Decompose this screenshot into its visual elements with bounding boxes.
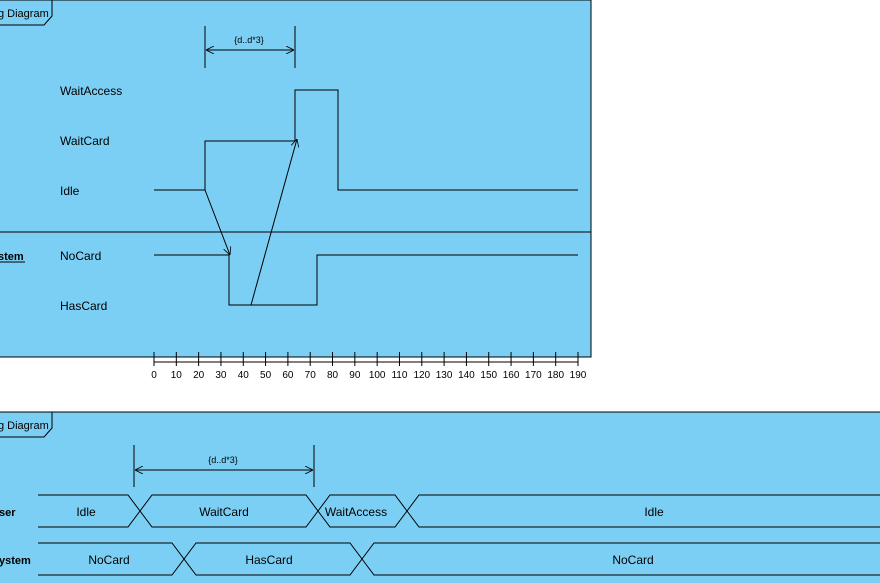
diagram2-frame-title: g Diagram (0, 420, 49, 432)
tick-label: 0 (151, 370, 157, 381)
message-arrow-1 (204, 189, 230, 255)
lifeline-1-segment-3: WaitAccess (325, 505, 387, 519)
tick-label: 140 (458, 370, 475, 381)
state-label-idle: Idle (60, 184, 80, 198)
diagram1-lifeline-label: stem (0, 251, 24, 263)
tick-label: 100 (369, 370, 386, 381)
timing-diagram-2[interactable]: g Diagram ser ystem {d..d*3} Idle WaitCa… (0, 411, 880, 583)
lifeline-1-segment-1: Idle (76, 505, 96, 519)
constraint1-label: {d..d*3} (234, 35, 264, 45)
lifeline-1-segment-2: WaitCard (199, 505, 249, 519)
tick-label: 110 (391, 370, 407, 381)
tick-label: 170 (525, 370, 542, 381)
diagram2-frame[interactable] (0, 411, 880, 583)
tick-label: 80 (327, 370, 339, 381)
tick-label: 90 (349, 370, 361, 381)
state-label-nocard: NoCard (60, 249, 101, 263)
diagram2-frame-tab (0, 412, 53, 438)
constraint1-label-bg (229, 33, 269, 47)
diagram2-lifeline-1-label: ser (0, 507, 16, 519)
tick-label: 70 (305, 370, 317, 381)
constraint2-label-bg (202, 453, 244, 467)
tick-label: 30 (215, 370, 227, 381)
tick-label: 190 (570, 370, 587, 381)
timeline-state-upper (154, 89, 578, 191)
constraint2-label: {d..d*3} (208, 455, 238, 465)
message-arrow-2 (250, 139, 297, 306)
state-label-waitaccess: WaitAccess (60, 84, 122, 98)
diagram1-frame-tab (0, 0, 53, 26)
tick-label: 150 (480, 370, 497, 381)
tick-label: 50 (260, 370, 272, 381)
value-lifeline-2 (38, 542, 880, 576)
tick-label: 180 (547, 370, 564, 381)
diagram2-lifeline-2-label: ystem (0, 555, 31, 567)
lifeline-2-segment-3: NoCard (612, 553, 653, 567)
tick-label: 20 (193, 370, 205, 381)
tick-label: 10 (171, 370, 183, 381)
state-label-waitcard: WaitCard (60, 134, 110, 148)
lifeline-2-segment-1: NoCard (88, 553, 129, 567)
lifeline-2-segment-2: HasCard (245, 553, 292, 567)
tick-label: 40 (238, 370, 250, 381)
value-lifeline-1 (38, 494, 880, 528)
timing-diagram-1[interactable]: g Diagram stem WaitAccess WaitCard Idle … (0, 0, 592, 381)
time-axis-ticks: 0 10 20 30 40 50 60 70 80 90 100 110 120 130 140 150 160… (151, 352, 587, 381)
state-label-hascard: HasCard (60, 299, 107, 313)
tick-label: 130 (436, 370, 453, 381)
tick-label: 120 (413, 370, 430, 381)
diagram1-frame-title: g Diagram (0, 8, 49, 20)
tick-label: 60 (282, 370, 294, 381)
timeline-state-lower (154, 254, 578, 306)
lifeline-1-segment-4: Idle (644, 505, 664, 519)
tick-label: 160 (503, 370, 520, 381)
